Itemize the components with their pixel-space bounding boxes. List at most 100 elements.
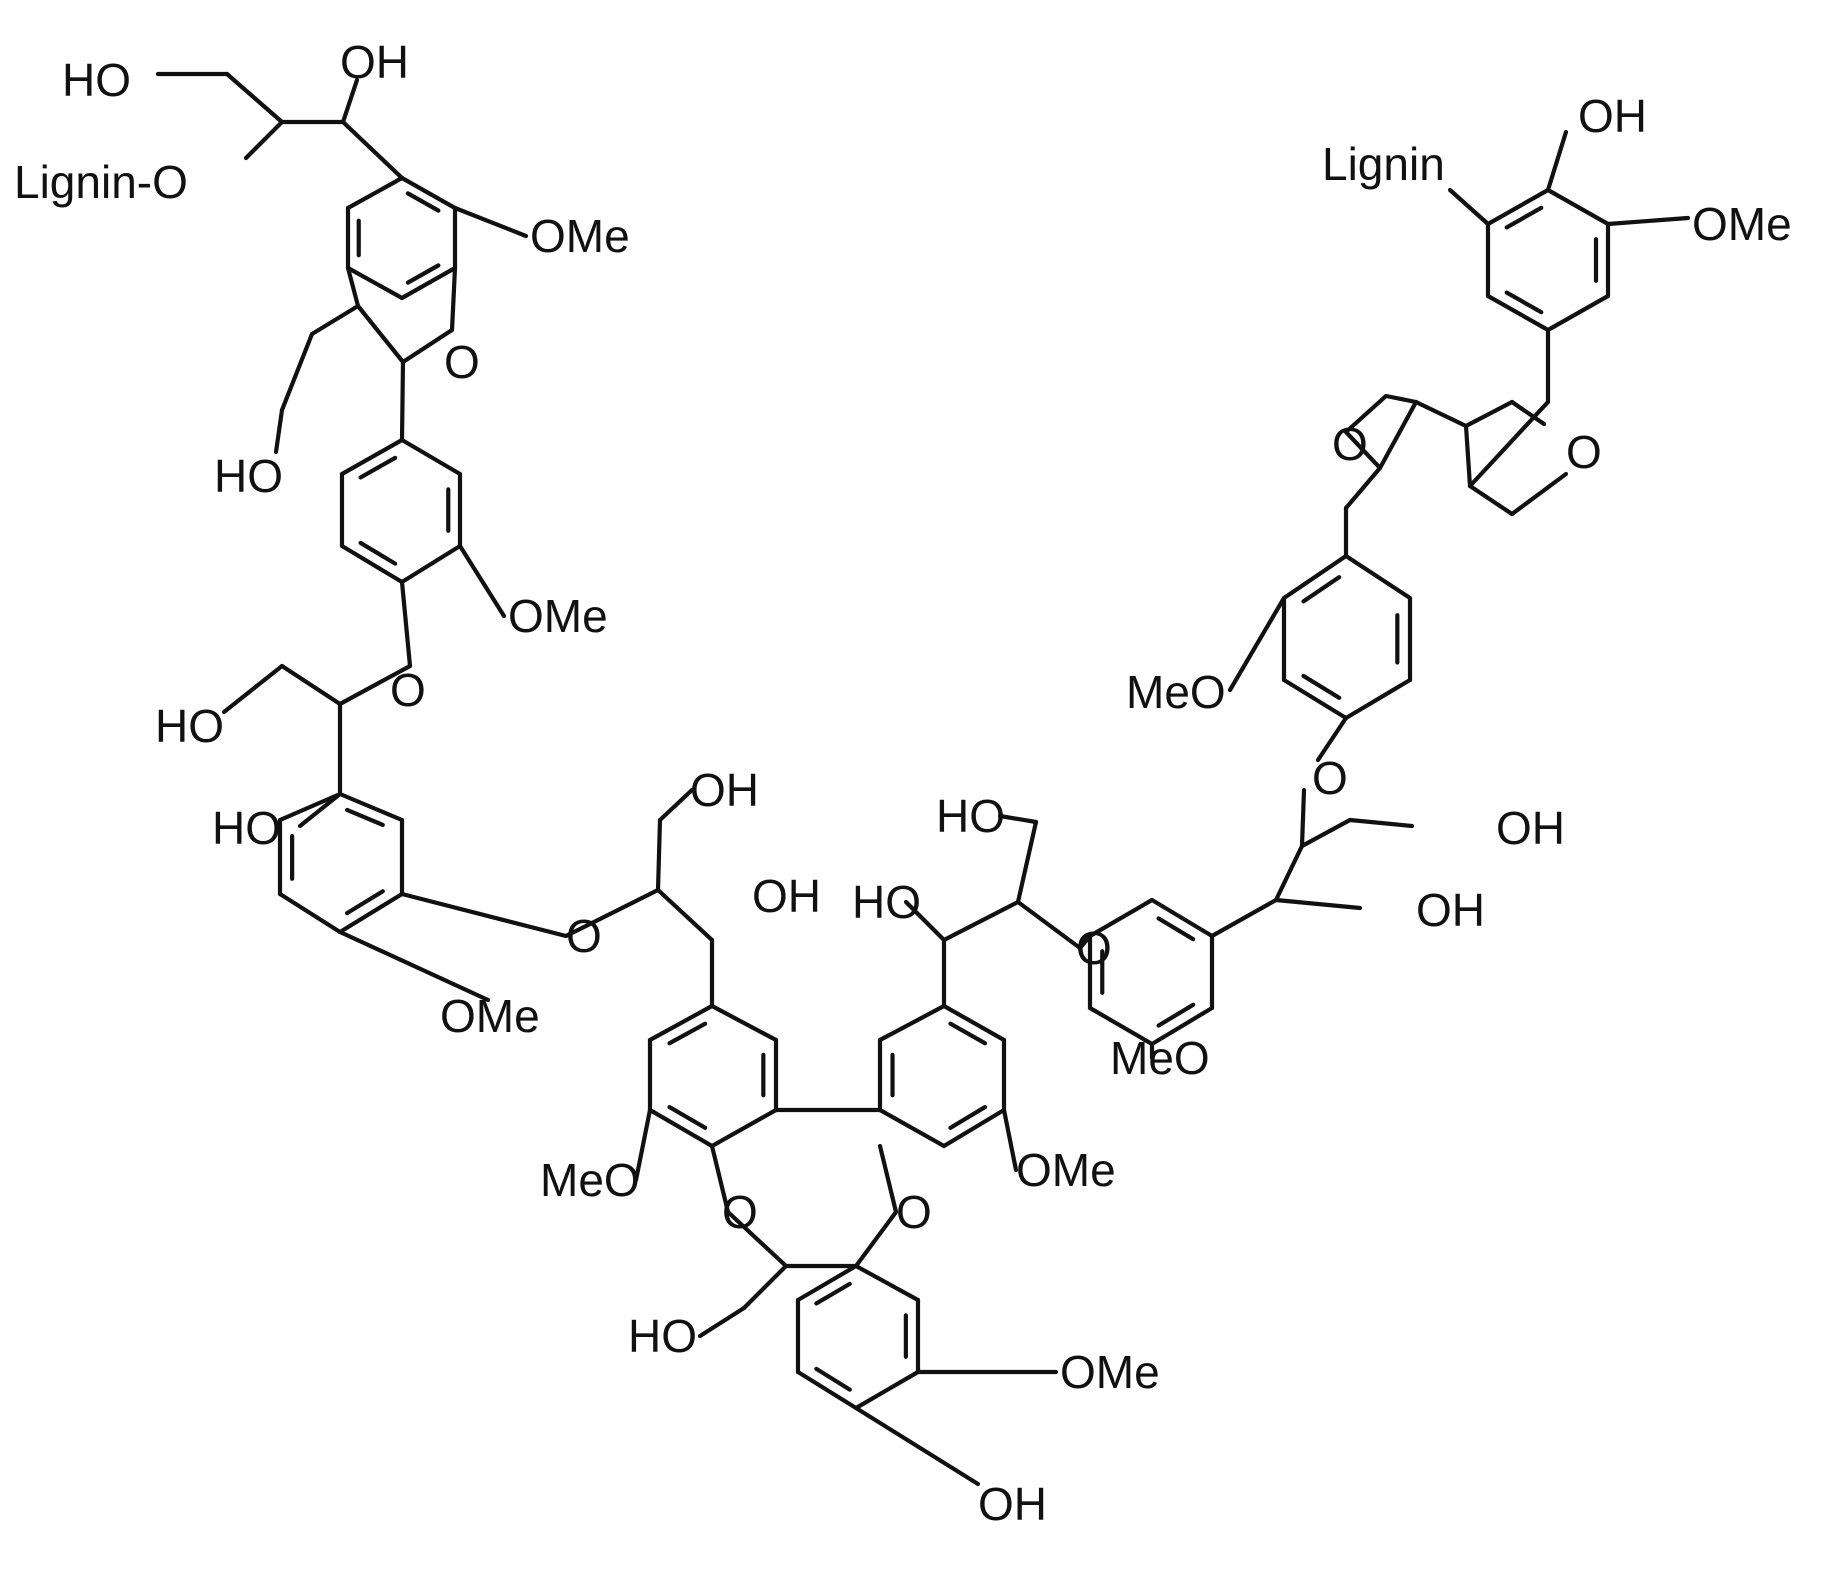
bond-line <box>1504 205 1544 230</box>
bond-line <box>358 540 398 566</box>
bond-line <box>309 303 361 337</box>
bond-line <box>1447 187 1491 227</box>
bond-line <box>1467 399 1551 489</box>
hydroxyl-label: HO <box>852 876 921 928</box>
bond-line <box>1209 897 1279 939</box>
bond-line <box>1227 595 1287 693</box>
bond-line <box>941 1107 1007 1149</box>
bond-line <box>1077 933 1093 951</box>
bond-line <box>277 891 343 935</box>
bond-line <box>1001 1107 1019 1173</box>
bond-line <box>814 1366 852 1392</box>
bond-line <box>449 265 458 333</box>
bond-line <box>1281 553 1349 601</box>
bond-line <box>853 1405 981 1487</box>
bond-line <box>709 1143 731 1215</box>
bond-line <box>697 1305 747 1339</box>
ring-oxygen-label: O <box>722 1186 758 1238</box>
bond-line <box>337 891 405 935</box>
ring-oxygen-label: O <box>1566 426 1602 478</box>
bond-line <box>277 791 343 823</box>
bond-line <box>1156 1002 1196 1028</box>
bond-line <box>345 175 405 211</box>
bond-line <box>1273 897 1363 911</box>
bond-line <box>355 303 406 365</box>
bond-line <box>400 327 455 365</box>
bond-line <box>948 1021 988 1046</box>
bond-line <box>399 543 463 585</box>
hydroxyl-label: OH <box>1496 802 1565 854</box>
bond-line <box>405 263 441 285</box>
ether-oxygen-label: O <box>1312 752 1348 804</box>
bond-line <box>243 119 285 161</box>
bond-line <box>1343 393 1389 435</box>
bond-line <box>725 1209 789 1269</box>
ether-oxygen-label: O <box>566 910 602 962</box>
bond-line <box>1343 465 1383 511</box>
lignin-link-label: Lignin <box>1322 138 1445 190</box>
bond-line <box>1015 899 1083 951</box>
bond-line <box>877 1003 947 1043</box>
bond-line <box>1301 575 1342 604</box>
bond-line <box>1299 787 1307 849</box>
lignin-ether-label: Lignin-O <box>14 156 188 208</box>
bond-line <box>563 887 661 939</box>
bond-line <box>339 543 405 585</box>
methoxy-label: MeO <box>1110 1032 1210 1084</box>
bond-line <box>297 791 343 829</box>
bond-line <box>1545 293 1611 333</box>
bond-line <box>1413 399 1469 429</box>
bond-line <box>1485 187 1551 227</box>
bond-line <box>1383 393 1419 405</box>
bond-line <box>1149 897 1215 939</box>
ether-oxygen-label: O <box>1076 922 1112 974</box>
hydroxyl-label: HO <box>62 54 131 106</box>
hydroxyl-label: HO <box>155 700 224 752</box>
bond-line <box>948 1104 988 1130</box>
bond-line <box>337 929 491 1003</box>
bond-line <box>399 265 458 301</box>
hydroxyl-label: HO <box>936 790 1005 842</box>
bond-line <box>1504 290 1544 315</box>
bond-line <box>997 813 1039 825</box>
bond-line <box>1087 1005 1155 1047</box>
bond-line <box>1343 677 1413 721</box>
methoxy-label: OMe <box>440 990 540 1042</box>
bond-line <box>344 807 385 827</box>
bond-line <box>795 1369 859 1411</box>
bond-line <box>853 1369 921 1411</box>
bond-line <box>795 1263 859 1303</box>
hydroxyl-label: OH <box>690 764 759 816</box>
ring-oxygen-label: O <box>896 1186 932 1238</box>
bond-line <box>337 663 413 707</box>
methoxy-label: MeO <box>1126 666 1226 718</box>
bond-line <box>667 1104 708 1130</box>
bond-line <box>1485 293 1551 333</box>
bond-line <box>1347 817 1415 829</box>
bond-line <box>1605 215 1691 227</box>
bond-line <box>399 437 463 477</box>
methoxy-label: MeO <box>540 1154 640 1206</box>
bond-line <box>279 331 315 413</box>
bond-line <box>709 1107 779 1149</box>
methoxy-label: OMe <box>508 590 608 642</box>
hydroxyl-label: OH <box>340 36 409 88</box>
hydroxyl-label: HO <box>212 802 281 854</box>
bond-line <box>1509 399 1547 427</box>
bond-line <box>655 887 715 943</box>
bond-line <box>340 119 405 181</box>
atom-labels: HO OH Lignin-O OMe O HO OMe O HO HO O OH… <box>14 36 1792 1530</box>
methoxy-label: OMe <box>1692 198 1792 250</box>
bond-line <box>709 1003 779 1043</box>
bond-line <box>633 1107 653 1183</box>
bond-line <box>221 663 285 715</box>
bond-line <box>655 817 663 893</box>
ether-oxygen-label: O <box>390 664 426 716</box>
bond-line <box>1149 1005 1215 1047</box>
bond-line <box>340 77 360 125</box>
bond-line <box>1343 553 1413 601</box>
bond-line <box>399 175 458 211</box>
bond-line <box>941 1003 1007 1043</box>
bond-line <box>337 791 405 823</box>
bond-line <box>345 265 361 309</box>
